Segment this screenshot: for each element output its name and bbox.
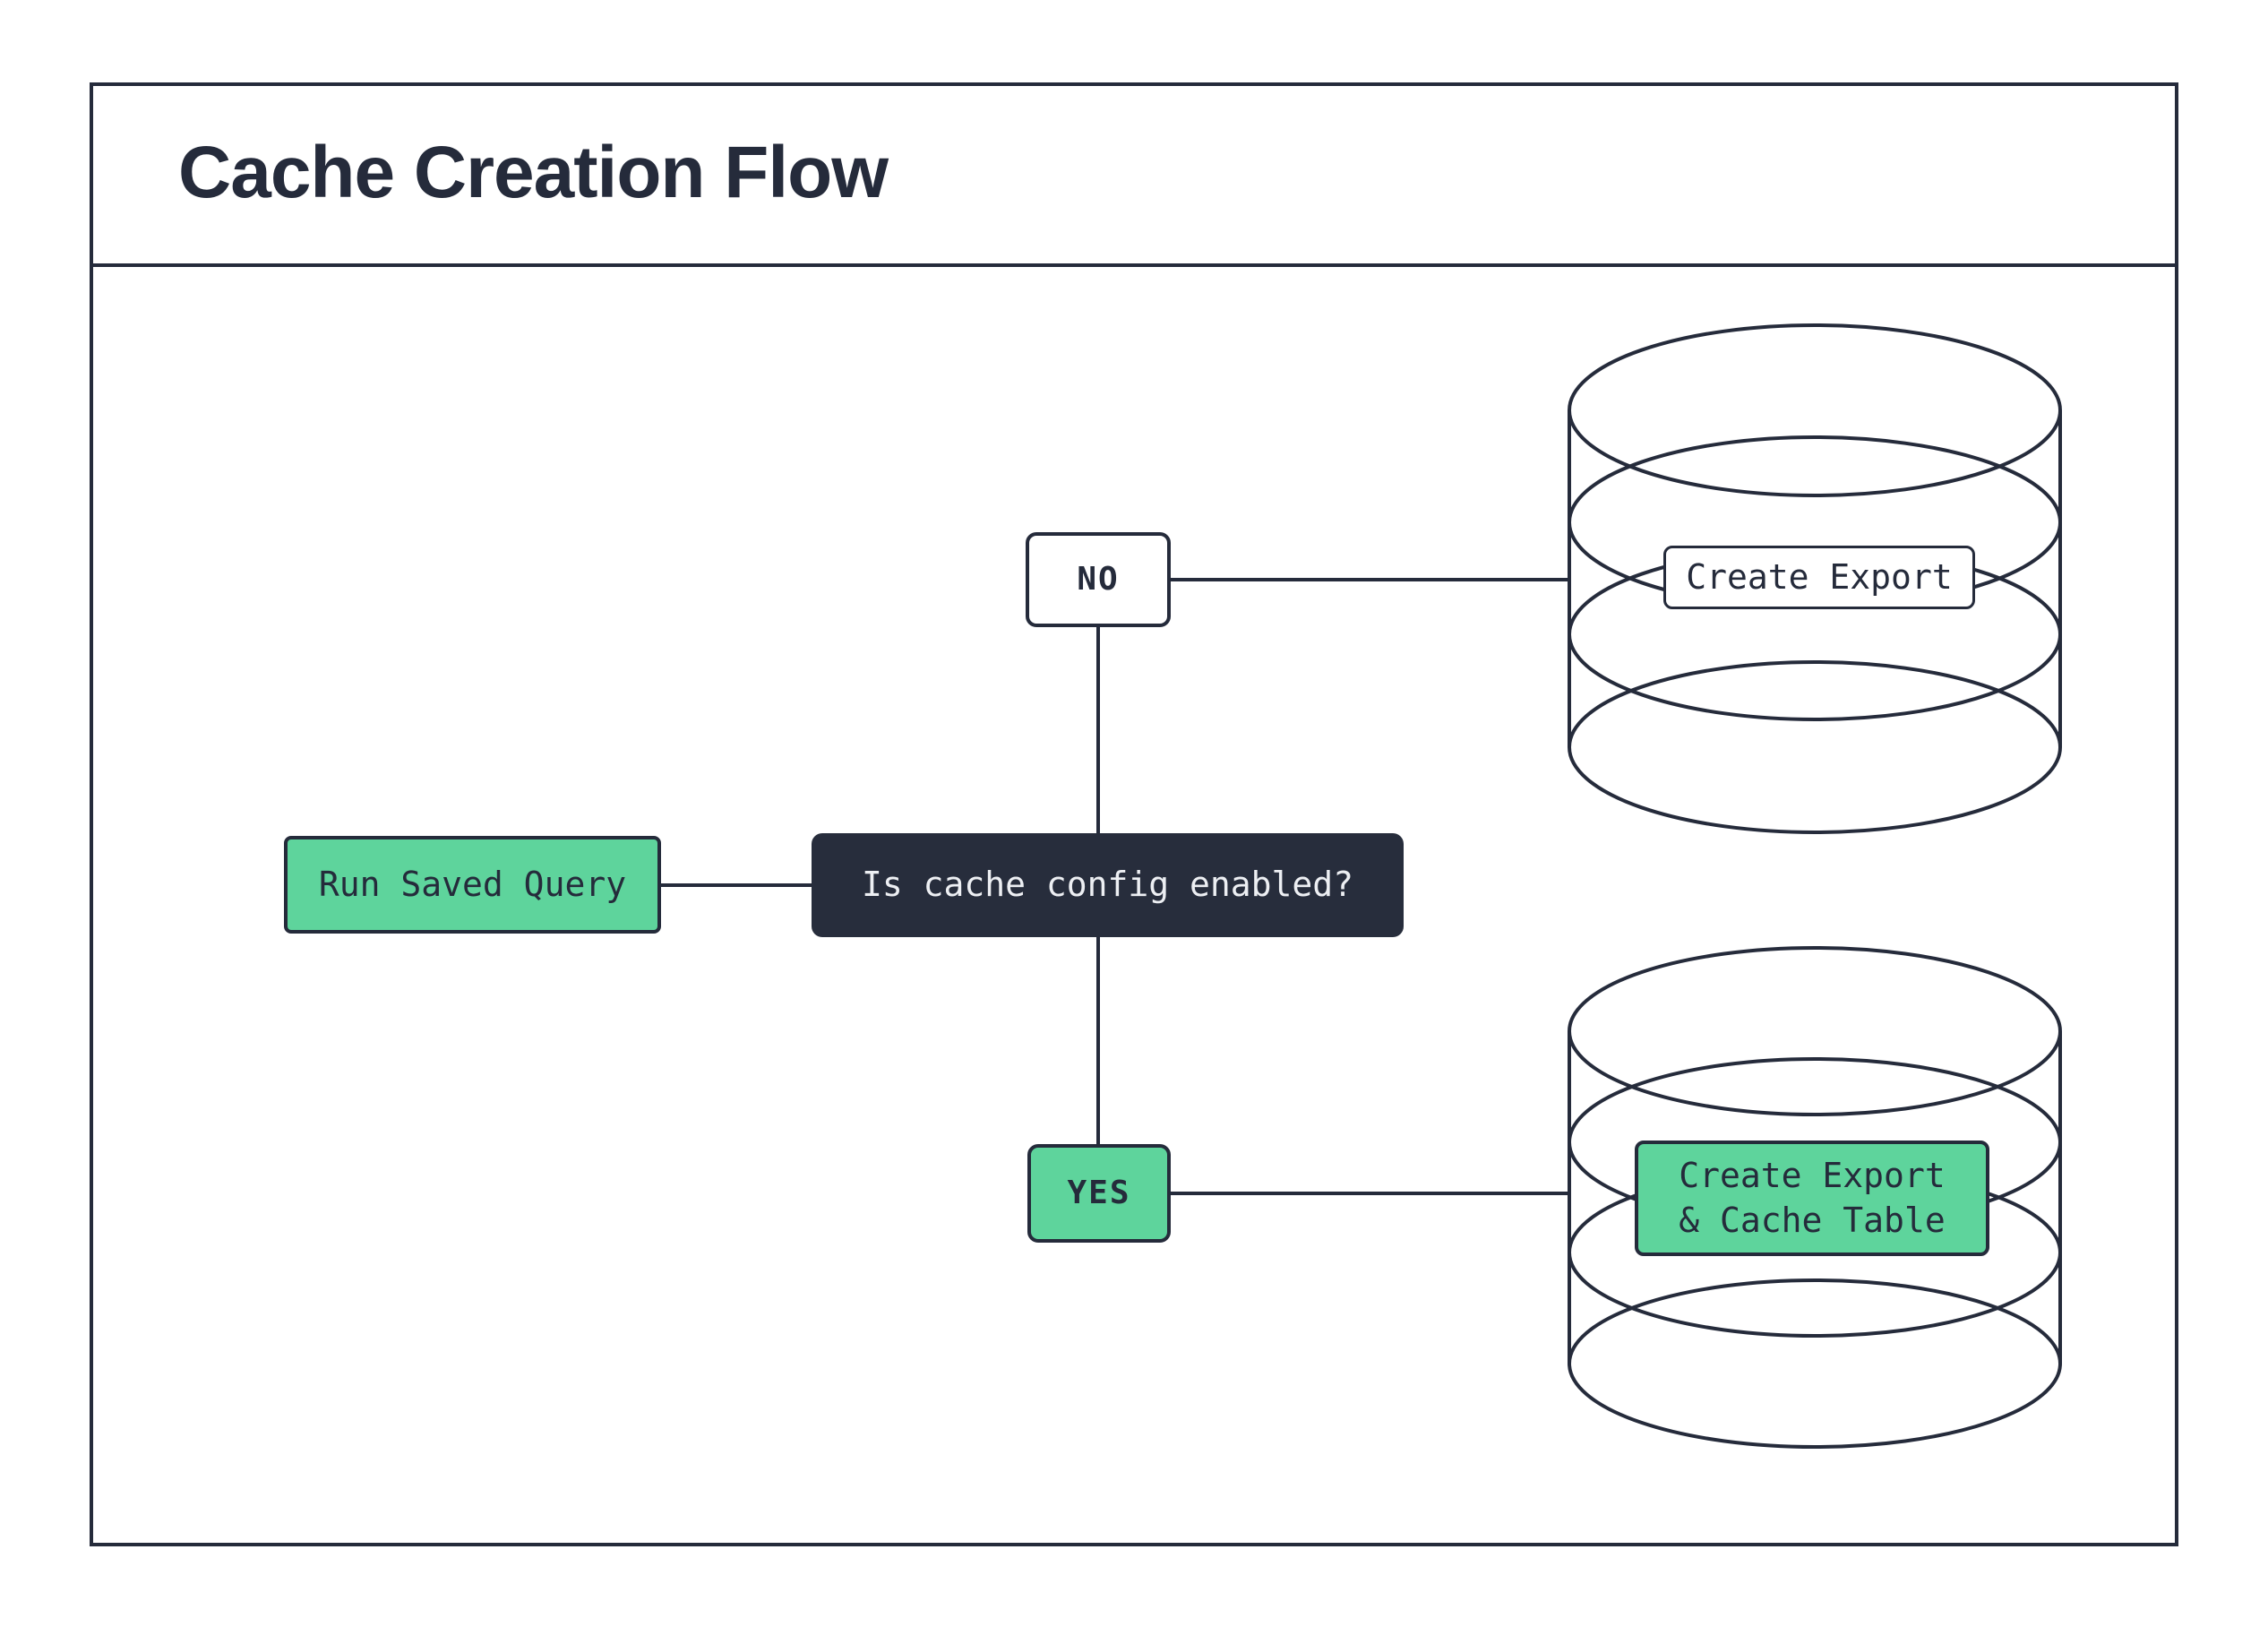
node-create-export-cache-table-label: Create Export & Cache Table <box>1679 1154 1945 1243</box>
node-decision-label: Is cache config enabled? <box>861 865 1354 905</box>
page-title: Cache Creation Flow <box>178 132 889 213</box>
node-run-saved-query-label: Run Saved Query <box>318 864 627 904</box>
node-yes-label: YES <box>1067 1174 1131 1211</box>
node-create-export-cache-table: Create Export & Cache Table <box>1635 1141 1989 1256</box>
diagram-header: Cache Creation Flow <box>90 82 2178 267</box>
node-no-label: NO <box>1077 560 1120 598</box>
node-create-export: Create Export <box>1663 546 1975 609</box>
create-export-cache-line2: & Cache Table <box>1679 1200 1946 1240</box>
database-icon-export <box>1568 323 2062 834</box>
node-no-branch: NO <box>1026 532 1171 627</box>
node-create-export-label: Create Export <box>1686 556 1953 597</box>
node-yes-branch: YES <box>1027 1144 1171 1243</box>
diagram-frame <box>90 82 2178 1546</box>
node-run-saved-query: Run Saved Query <box>284 836 661 934</box>
create-export-cache-line1: Create Export <box>1679 1156 1946 1196</box>
node-decision-cache-config: Is cache config enabled? <box>812 833 1404 937</box>
